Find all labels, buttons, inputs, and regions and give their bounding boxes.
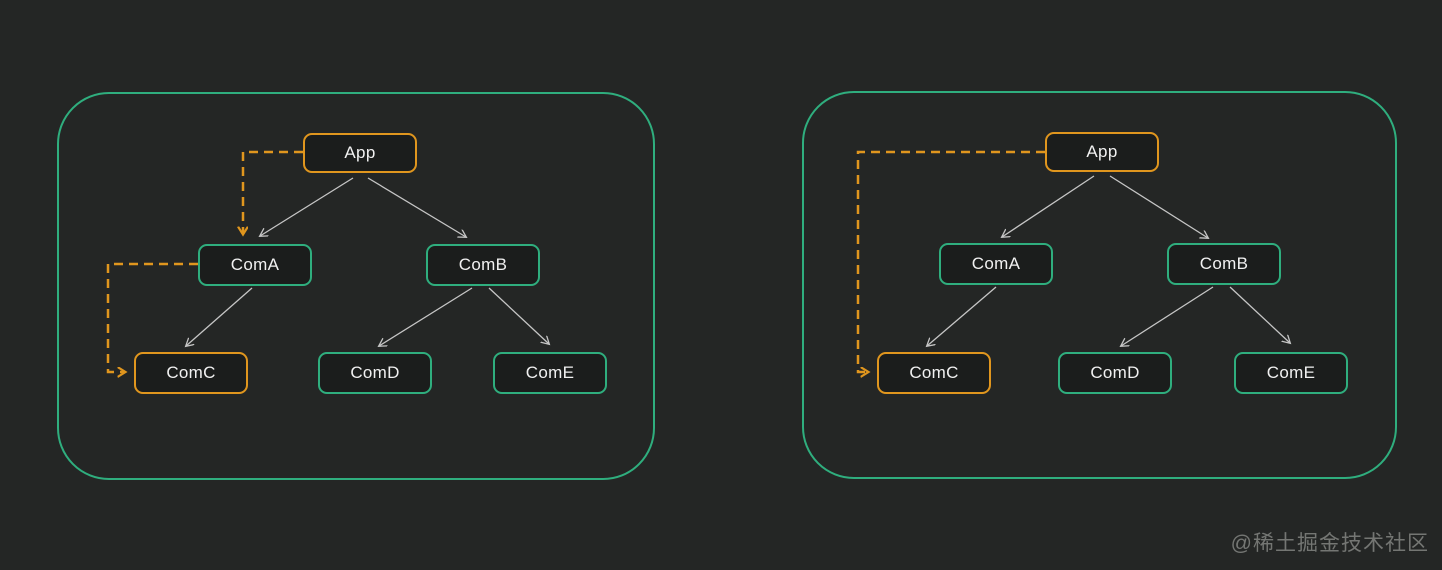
node-left-come: ComE: [493, 352, 607, 394]
node-right-coma: ComA: [939, 243, 1053, 285]
watermark-text: @稀土掘金技术社区: [1230, 532, 1429, 555]
node-right-come: ComE: [1234, 352, 1348, 394]
node-right-comc: ComC: [877, 352, 991, 394]
node-right-comd: ComD: [1058, 352, 1172, 394]
diagram-panel-left: [57, 92, 655, 480]
node-right-app: App: [1045, 132, 1159, 172]
node-left-comd: ComD: [318, 352, 432, 394]
diagram-panel-right: [802, 91, 1397, 479]
node-left-coma: ComA: [198, 244, 312, 286]
node-right-comb: ComB: [1167, 243, 1281, 285]
node-left-app: App: [303, 133, 417, 173]
node-left-comb: ComB: [426, 244, 540, 286]
node-left-comc: ComC: [134, 352, 248, 394]
